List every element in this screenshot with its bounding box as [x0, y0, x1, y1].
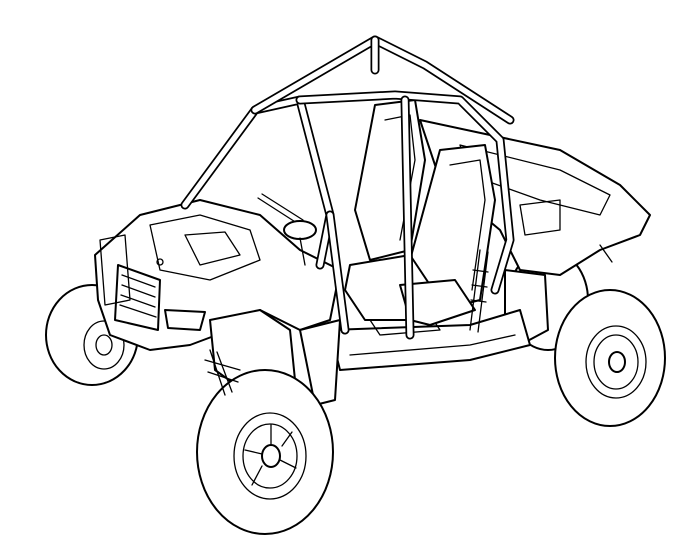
rear-near-wheel — [554, 289, 666, 427]
front-body — [94, 199, 341, 406]
front-near-wheel — [196, 369, 334, 535]
rear-shock — [469, 249, 489, 333]
front-suspension — [204, 349, 241, 396]
steering-wheel — [257, 193, 317, 266]
roll-cage — [180, 35, 515, 340]
